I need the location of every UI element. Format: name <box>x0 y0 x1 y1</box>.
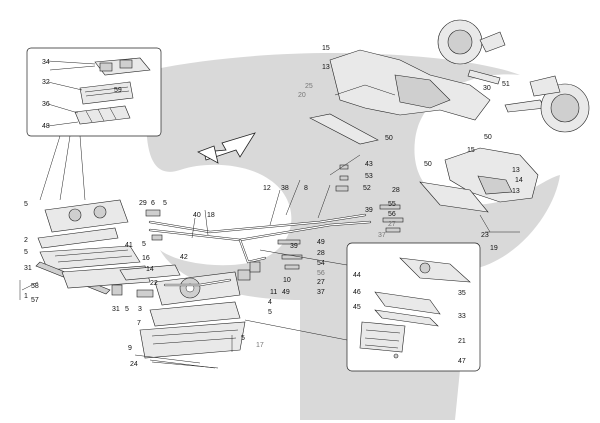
part-label-centerPipes-9: 53 <box>365 173 373 180</box>
part-label-rightBox-5: 21 <box>458 338 466 345</box>
part-label-topCenter-0: 15 <box>322 45 330 52</box>
part-label-centerPipes-27: 4 <box>268 299 272 306</box>
part-label-rightBox-4: 33 <box>458 313 466 320</box>
part-label-leftColumn-9: 14 <box>146 266 154 273</box>
part-label-centerPipes-10: 52 <box>363 185 371 192</box>
part-label-rightBox-1: 35 <box>458 290 466 297</box>
part-label-leftColumn-13: 31 <box>112 306 120 313</box>
part-label-rightBox-6: 47 <box>458 358 466 365</box>
part-label-rightBox-2: 46 <box>353 289 361 296</box>
part-label-topLeftBox-1: 32 <box>42 79 50 86</box>
part-label-centerPipes-26: 11 <box>270 289 277 296</box>
part-label-leftColumn-10: 22 <box>150 280 158 287</box>
part-label-topRight-3: 15 <box>467 147 475 154</box>
part-label-leftColumn-0: 5 <box>24 201 28 208</box>
inset-box-top-left <box>26 47 162 201</box>
part-label-centerPipes-4: 18 <box>207 212 215 219</box>
part-label-leftColumn-4: 1 <box>24 293 28 300</box>
part-label-topLeftBox-2: 59 <box>114 87 122 94</box>
part-label-centerPipes-24: 49 <box>282 289 290 296</box>
part-label-centerPipes-13: 56 <box>388 211 396 218</box>
direction-arrow-icon <box>197 132 256 164</box>
part-label-centerPipes-21: 27 <box>317 279 325 286</box>
part-label-leftColumn-11: 5 <box>142 241 146 248</box>
part-label-centerPipes-18: 28 <box>317 250 325 257</box>
part-label-centerPipes-11: 28 <box>392 187 400 194</box>
part-label-centerPipes-20: 56 <box>317 270 325 277</box>
part-label-centerPipes-8: 43 <box>365 161 373 168</box>
part-label-centerPipes-30: 17 <box>256 342 264 349</box>
part-label-centerPipes-29: 5 <box>241 335 245 342</box>
part-label-topRight-5: 13 <box>512 167 520 174</box>
part-label-topRight-2: 50 <box>484 134 492 141</box>
part-label-centerPipes-32: 19 <box>490 245 498 252</box>
part-label-topCenter-2: 25 <box>305 83 313 90</box>
part-label-centerPipes-19: 54 <box>317 260 325 267</box>
part-label-topRight-0: 30 <box>483 85 491 92</box>
part-label-leftColumn-15: 3 <box>138 306 142 313</box>
part-label-leftColumn-1: 2 <box>24 237 28 244</box>
part-label-centerPipes-7: 8 <box>304 185 308 192</box>
part-label-centerPipes-17: 49 <box>317 239 325 246</box>
part-label-leftColumn-14: 5 <box>125 306 129 313</box>
leader-lines <box>19 65 361 369</box>
part-label-topLeftBox-3: 36 <box>42 101 50 108</box>
suspension-assembly <box>437 19 590 133</box>
part-label-topRight-4: 50 <box>424 161 432 168</box>
part-label-leftColumn-17: 9 <box>128 345 132 352</box>
part-label-topRight-1: 51 <box>502 81 510 88</box>
part-label-centerPipes-22: 37 <box>317 289 325 296</box>
part-label-leftColumn-18: 24 <box>130 361 138 368</box>
part-label-centerPipes-25: 10 <box>283 277 291 284</box>
part-label-leftColumn-8: 16 <box>142 255 150 262</box>
center-cooling-assembly <box>134 271 246 369</box>
part-label-centerPipes-6: 38 <box>281 185 289 192</box>
part-label-topLeftBox-4: 48 <box>42 123 50 130</box>
body-tunnel-part <box>309 49 491 145</box>
inset-box-right <box>346 242 481 372</box>
part-label-centerPipes-1: 6 <box>151 200 155 207</box>
part-label-topRight-7: 13 <box>512 188 520 195</box>
part-label-leftColumn-5: 57 <box>31 297 39 304</box>
part-label-leftColumn-2: 5 <box>24 249 28 256</box>
part-label-topCenter-3: 20 <box>298 92 306 99</box>
part-label-centerPipes-5: 12 <box>263 185 271 192</box>
part-label-leftColumn-6: 58 <box>31 283 39 290</box>
part-label-rightBox-3: 45 <box>353 304 361 311</box>
part-label-topCenter-1: 13 <box>322 64 330 71</box>
part-label-leftColumn-12: 42 <box>180 254 188 261</box>
part-label-centerPipes-0: 29 <box>139 200 147 207</box>
part-label-topRight-6: 14 <box>515 177 523 184</box>
part-label-leftColumn-3: 31 <box>24 265 32 272</box>
part-label-centerPipes-31: 23 <box>481 232 489 239</box>
part-label-rightBox-0: 44 <box>353 272 361 279</box>
part-label-centerPipes-3: 40 <box>193 212 201 219</box>
part-label-topLeftBox-0: 34 <box>42 59 50 66</box>
part-label-centerPipes-2: 5 <box>163 200 167 207</box>
part-label-centerPipes-23: 39 <box>290 243 298 250</box>
part-label-centerPipes-15: 37 <box>378 232 386 239</box>
coolant-pipes <box>111 164 404 298</box>
rear-underbody-part <box>419 147 539 233</box>
part-label-centerPipes-14: 27 <box>388 221 396 228</box>
part-label-centerPipes-12: 55 <box>388 201 396 208</box>
part-label-leftColumn-7: 41 <box>125 242 133 249</box>
left-cooling-assembly <box>35 199 181 295</box>
part-label-centerPipes-28: 5 <box>268 309 272 316</box>
part-label-topCenter-4: 50 <box>385 135 393 142</box>
part-label-centerPipes-16: 39 <box>365 207 373 214</box>
part-label-leftColumn-16: 7 <box>137 320 141 327</box>
